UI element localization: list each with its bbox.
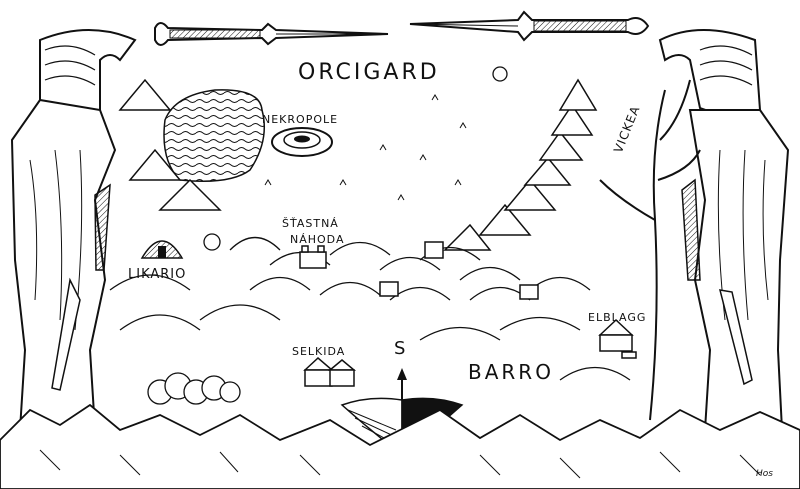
mountain-ridge [118, 78, 598, 251]
central-hills [109, 236, 631, 381]
nekropole-ring-icon [271, 127, 333, 157]
place-label-likario: LIKARIO [128, 267, 187, 282]
place-label-stastna-nahoda-line2: NÁHODA [290, 233, 345, 246]
left-sword-icon [154, 22, 389, 46]
rocky-foreground [0, 403, 800, 489]
grass-tufts [264, 94, 467, 201]
place-label-selkida: SELKIDA [292, 345, 346, 358]
right-guardian-statue [658, 29, 790, 431]
compass-letter: S [394, 338, 406, 359]
forest-icon [147, 66, 508, 405]
place-label-elblagg: ELBLAGG [588, 311, 647, 324]
place-label-nekropole: NEKROPOLE [262, 113, 339, 126]
likario-hut-icon [140, 240, 184, 259]
left-guardian-statue [10, 29, 137, 431]
lake [163, 89, 265, 182]
region-label-orcigard: ORCIGARD [298, 60, 440, 85]
elblagg-house-icon [598, 318, 637, 359]
place-label-stastna-nahoda-line1: ŠŤASTNÁ [282, 217, 339, 230]
artist-signature: Hos [756, 469, 773, 479]
selkida-houses-icon [303, 356, 357, 387]
region-label-barro: BARRO [468, 360, 554, 384]
castle-ruins-icon [299, 241, 539, 300]
right-sword-icon [409, 10, 650, 42]
bare-tree-icon [599, 79, 701, 421]
